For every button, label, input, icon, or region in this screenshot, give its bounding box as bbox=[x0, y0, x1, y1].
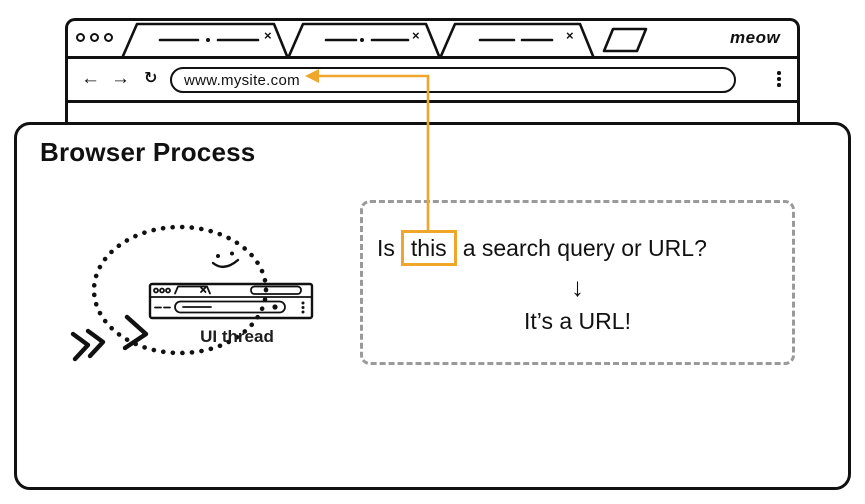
window-control-dot[interactable] bbox=[90, 33, 99, 42]
menu-dot-icon bbox=[777, 77, 781, 81]
down-arrow-icon: ↓ bbox=[571, 272, 584, 303]
question-suffix: a search query or URL? bbox=[462, 234, 707, 261]
browser-window: × × × meow ← → ↻ www.mysite.com bbox=[65, 18, 800, 122]
tab-close-icon[interactable]: × bbox=[412, 28, 420, 43]
mini-browser-icon bbox=[148, 282, 314, 320]
question-prefix: Is bbox=[377, 234, 395, 261]
address-value: www.mysite.com bbox=[184, 71, 300, 89]
forward-button[interactable]: → bbox=[111, 68, 130, 89]
back-button[interactable]: ← bbox=[81, 68, 100, 89]
tab-close-icon[interactable]: × bbox=[264, 28, 272, 43]
nav-bar: ← → ↻ www.mysite.com bbox=[68, 59, 797, 103]
tab-close-icon[interactable]: × bbox=[566, 28, 574, 43]
reload-button[interactable]: ↻ bbox=[144, 70, 158, 87]
window-controls bbox=[76, 33, 113, 42]
window-control-dot[interactable] bbox=[104, 33, 113, 42]
menu-dot-icon bbox=[777, 71, 781, 75]
browser-process-box: Browser Process bbox=[14, 122, 851, 490]
window-control-dot[interactable] bbox=[76, 33, 85, 42]
new-tab-button[interactable] bbox=[604, 27, 648, 53]
brand-text: meow bbox=[730, 28, 781, 47]
circular-arrow-icon bbox=[91, 224, 269, 356]
highlighted-term: this bbox=[400, 229, 457, 267]
tabs-art bbox=[121, 22, 648, 56]
smiley-icon bbox=[211, 251, 240, 268]
address-bar[interactable]: www.mysite.com bbox=[170, 67, 736, 93]
ui-thread-doodle bbox=[70, 224, 314, 362]
ui-thread-label: UI thread bbox=[200, 327, 274, 346]
tab-bar: × × × meow bbox=[68, 21, 797, 59]
menu-dot-icon bbox=[777, 83, 781, 87]
tab-1[interactable] bbox=[123, 23, 287, 56]
process-title: Browser Process bbox=[40, 137, 256, 167]
speed-chevrons-icon bbox=[70, 328, 106, 362]
menu-button[interactable] bbox=[776, 70, 782, 88]
answer-text: It’s a URL! bbox=[524, 308, 631, 335]
